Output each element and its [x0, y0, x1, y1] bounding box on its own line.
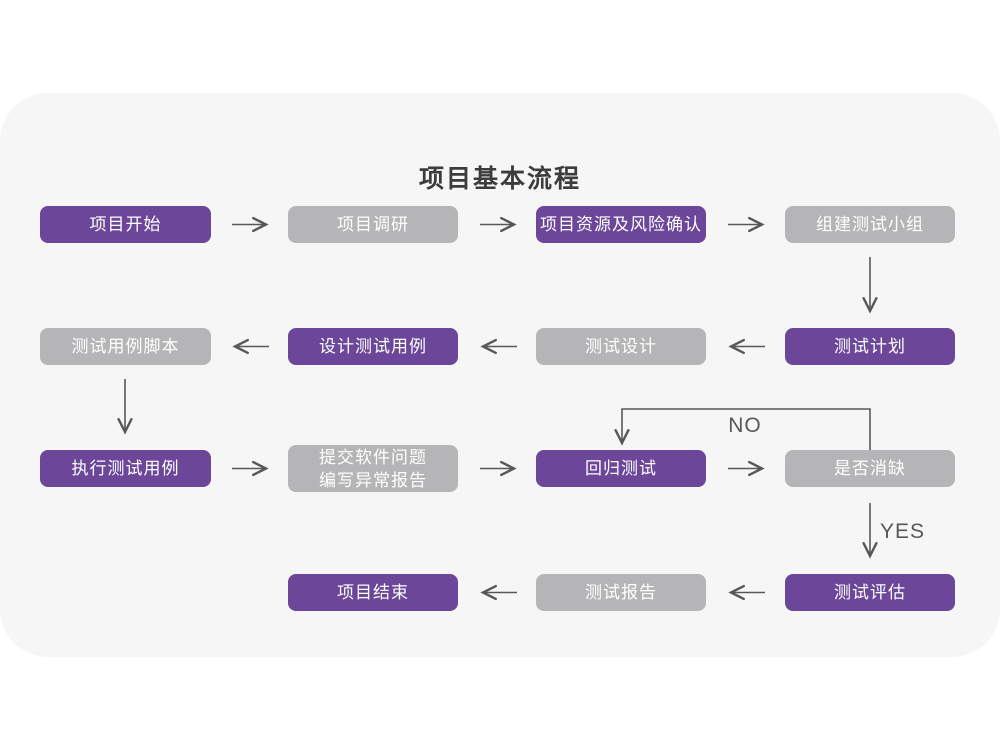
- node-test-plan: 测试计划: [785, 328, 955, 365]
- node-regression-test: 回归测试: [536, 450, 706, 487]
- flowchart-card: [0, 93, 1000, 657]
- node-submit-issue-report: 提交软件问题 编写异常报告: [288, 445, 458, 492]
- node-test-evaluation: 测试评估: [785, 574, 955, 611]
- node-defect-cleared-decision: 是否消缺: [785, 450, 955, 487]
- node-test-report: 测试报告: [536, 574, 706, 611]
- page-title: 项目基本流程: [418, 164, 581, 193]
- node-execute-test-cases: 执行测试用例: [40, 450, 211, 487]
- node-design-test-cases: 设计测试用例: [288, 328, 458, 365]
- node-form-test-team: 组建测试小组: [785, 206, 955, 243]
- node-project-start: 项目开始: [40, 206, 211, 243]
- node-project-end: 项目结束: [288, 574, 458, 611]
- node-resource-risk-confirm: 项目资源及风险确认: [536, 206, 706, 243]
- yes-branch-label: YES: [880, 520, 926, 543]
- node-project-research: 项目调研: [288, 206, 458, 243]
- no-branch-label: NO: [728, 414, 762, 437]
- node-test-case-script: 测试用例脚本: [40, 328, 211, 365]
- node-test-design: 测试设计: [536, 328, 706, 365]
